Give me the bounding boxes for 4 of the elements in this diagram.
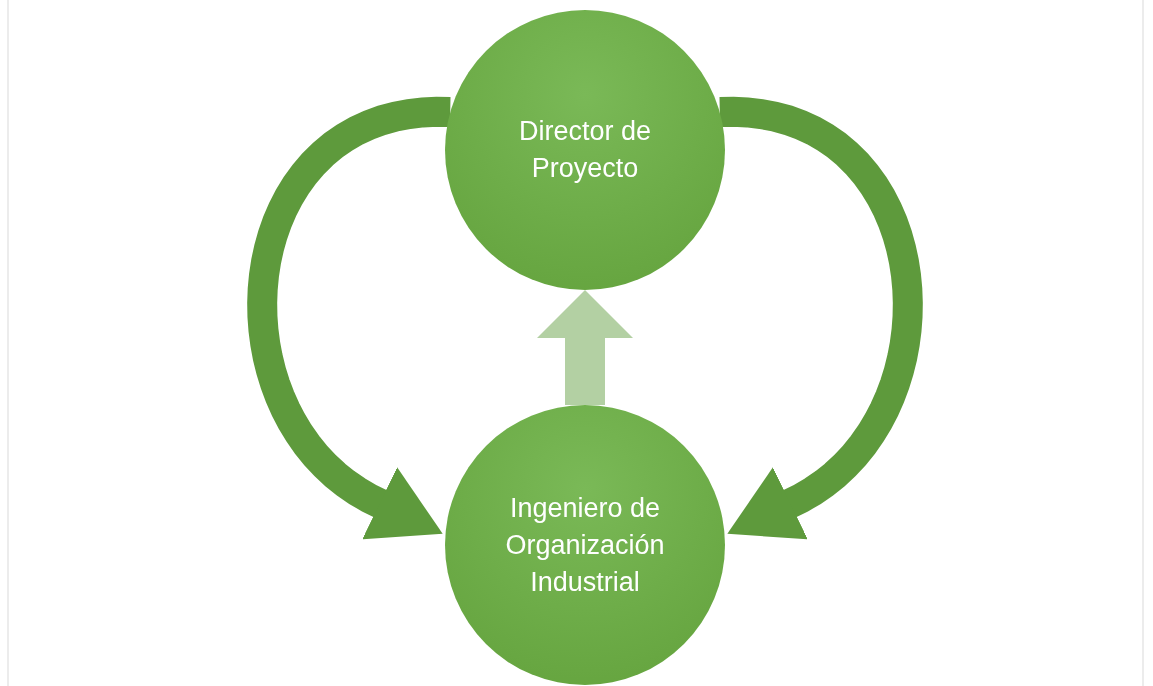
node-label: Ingeniero de Organización Industrial (504, 491, 666, 599)
curved-arrow (718, 96, 923, 540)
curved-arrow (247, 96, 452, 540)
node-label: Director de Proyecto (517, 115, 652, 185)
